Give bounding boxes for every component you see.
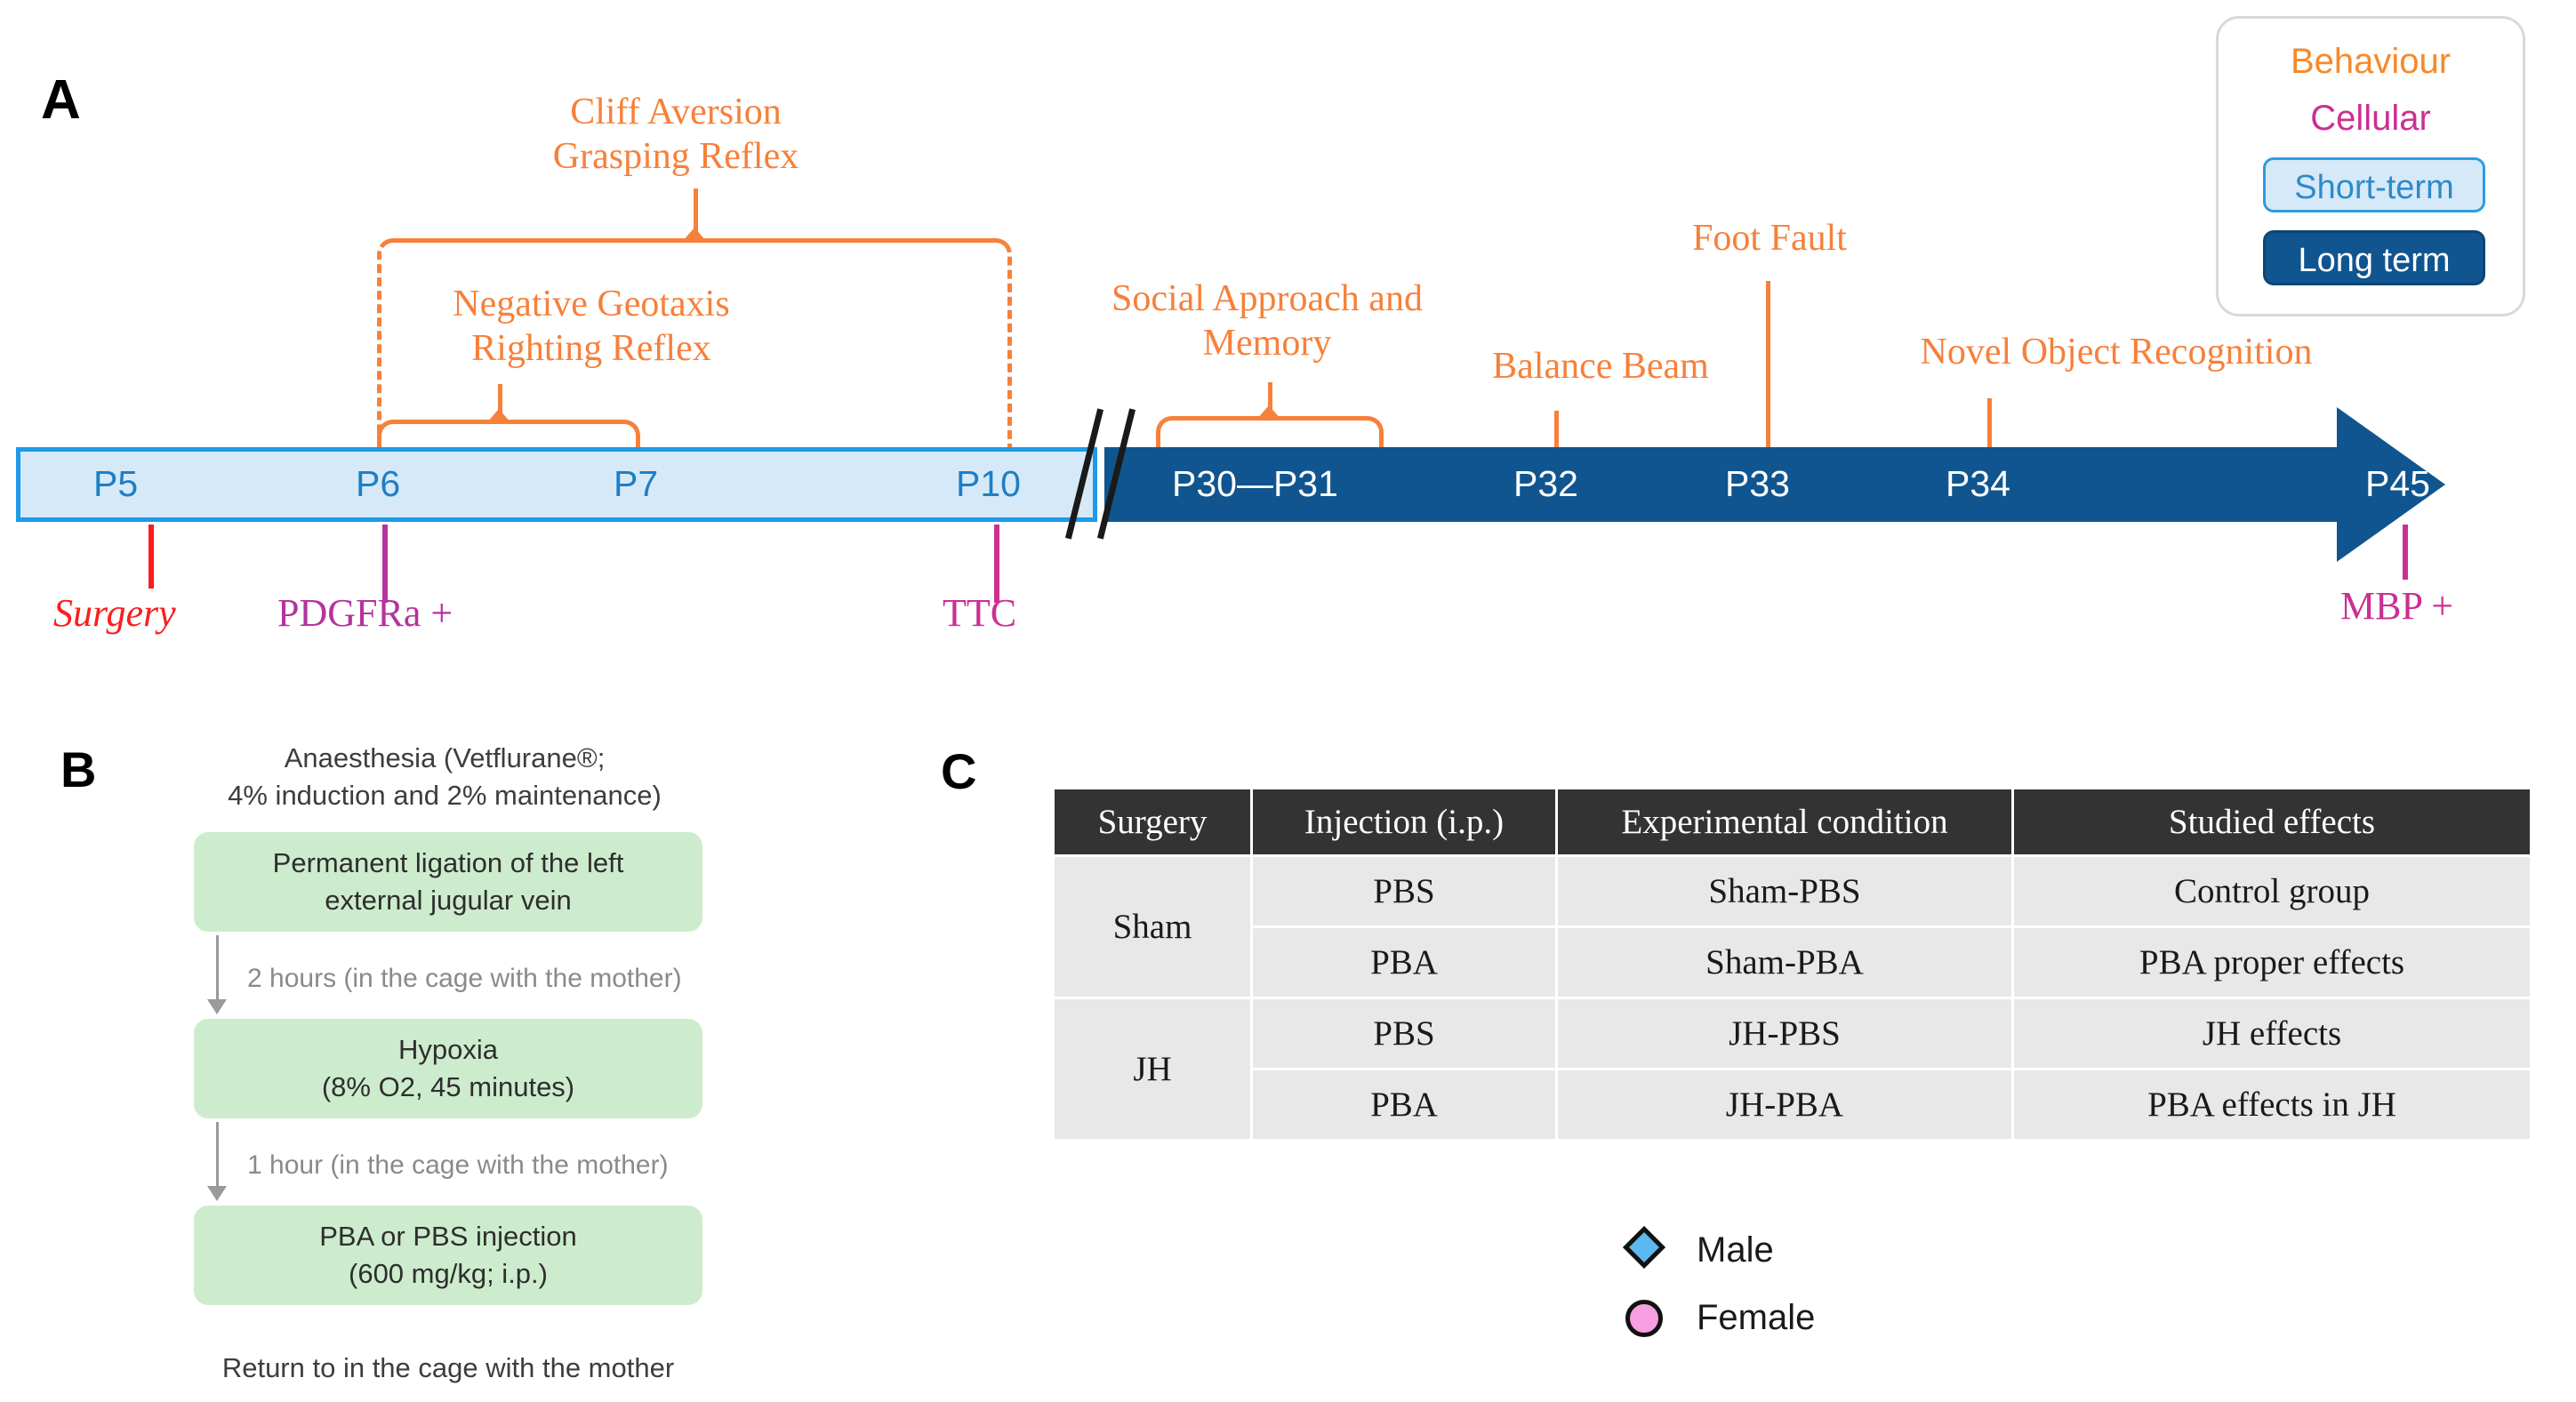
table-cell-condition: JH-PBS bbox=[1558, 999, 2011, 1068]
panel-b-arrow-1-line bbox=[216, 935, 219, 1003]
experimental-conditions-table: Surgery Injection (i.p.) Experimental co… bbox=[1052, 787, 2532, 1142]
panel-b-transition-2: 1 hour (in the cage with the mother) bbox=[247, 1150, 669, 1180]
panel-b-arrow-2-line bbox=[216, 1122, 219, 1190]
table-row: PBA Sham-PBA PBA proper effects bbox=[1055, 928, 2530, 997]
table-header-injection: Injection (i.p.) bbox=[1253, 789, 1555, 854]
legend-short-term-chip: Short-term bbox=[2263, 157, 2485, 212]
timeline-short-term-bar bbox=[16, 447, 1097, 522]
timeline-arrowhead bbox=[2337, 407, 2445, 562]
table-cell-effects: JH effects bbox=[2014, 999, 2530, 1068]
timeline-point-p33: P33 bbox=[1725, 463, 1790, 504]
test-label-cliff-aversion: Cliff Aversion Grasping Reflex bbox=[552, 92, 799, 177]
table-header-effects: Studied effects bbox=[2014, 789, 2530, 854]
panel-b-step-2: Hypoxia (8% O2, 45 minutes) bbox=[194, 1019, 702, 1118]
bracket-social-approach bbox=[1156, 416, 1384, 450]
test-stem-novel-object-recognition bbox=[1987, 398, 1992, 450]
table-row: Sham PBS Sham-PBS Control group bbox=[1055, 857, 2530, 997]
marker-label-ttc: TTC bbox=[943, 591, 1017, 635]
table-cell-injection: PBA bbox=[1253, 928, 1555, 997]
table-cell-condition: JH-PBA bbox=[1558, 1070, 2011, 1139]
marker-label-surgery: Surgery bbox=[53, 591, 176, 635]
table-cell-condition: Sham-PBS bbox=[1558, 857, 2011, 925]
test-label-social-approach: Social Approach and Memory bbox=[1111, 278, 1423, 364]
table-cell-condition: Sham-PBA bbox=[1558, 928, 2011, 997]
panel-b-anaesthesia-note: Anaesthesia (Vetflurane®; 4% induction a… bbox=[228, 742, 662, 811]
test-label-foot-fault: Foot Fault bbox=[1692, 218, 1847, 259]
panel-label-b: B bbox=[60, 741, 97, 797]
timeline-point-p7: P7 bbox=[614, 463, 659, 504]
bracket-negative-geotaxis bbox=[377, 420, 640, 450]
table-header-condition: Experimental condition bbox=[1558, 789, 2011, 854]
table-cell-injection: PBA bbox=[1253, 1070, 1555, 1139]
test-label-balance-beam: Balance Beam bbox=[1492, 346, 1709, 387]
panel-b-footer-note: Return to in the cage with the mother bbox=[221, 1352, 675, 1383]
legend-box: Behaviour Cellular Short-term Long term bbox=[2216, 16, 2525, 316]
timeline-point-p30-p31: P30—P31 bbox=[1172, 463, 1338, 504]
male-legend-label: Male bbox=[1697, 1230, 1774, 1270]
test-stem-cliff-aversion bbox=[694, 188, 698, 242]
legend-long-term-chip: Long term bbox=[2263, 230, 2485, 285]
legend-behaviour-label: Behaviour bbox=[2290, 42, 2452, 81]
female-legend-label: Female bbox=[1697, 1298, 1816, 1337]
female-circle-icon bbox=[1625, 1300, 1663, 1337]
bracket-cliff-aversion bbox=[377, 238, 1012, 450]
table-cell-effects: PBA effects in JH bbox=[2014, 1070, 2530, 1139]
panel-b-step-1: Permanent ligation of the left external … bbox=[194, 832, 702, 932]
timeline-long-term-bar bbox=[1104, 447, 2340, 522]
marker-label-mbp: MBP + bbox=[2340, 584, 2454, 628]
test-stem-balance-beam bbox=[1554, 411, 1559, 450]
marker-stem-mbp bbox=[2403, 525, 2408, 580]
timeline-point-p34: P34 bbox=[1946, 463, 2010, 504]
table-row: PBA JH-PBA PBA effects in JH bbox=[1055, 1070, 2530, 1139]
table-cell-injection: PBS bbox=[1253, 857, 1555, 925]
test-stem-social-approach bbox=[1268, 382, 1272, 418]
panel-b-step-3: PBA or PBS injection (600 mg/kg; i.p.) bbox=[194, 1206, 702, 1305]
panel-b-transition-1: 2 hours (in the cage with the mother) bbox=[247, 964, 682, 993]
table-header-surgery: Surgery bbox=[1055, 789, 1250, 854]
table-cell-injection: PBS bbox=[1253, 999, 1555, 1068]
table-header-row: Surgery Injection (i.p.) Experimental co… bbox=[1055, 789, 2530, 854]
timeline-point-p6: P6 bbox=[356, 463, 401, 504]
marker-stem-pdgfra bbox=[382, 525, 388, 603]
table-row: JH PBS JH-PBS JH effects bbox=[1055, 999, 2530, 1139]
legend-cellular-label: Cellular bbox=[2310, 99, 2431, 138]
table-cell-surgery-sham: Sham bbox=[1055, 857, 1250, 997]
panel-b-arrow-2-head bbox=[207, 1186, 227, 1201]
table-cell-effects: PBA proper effects bbox=[2014, 928, 2530, 997]
marker-label-pdgfra: PDGFRa + bbox=[277, 591, 453, 635]
test-stem-foot-fault bbox=[1766, 281, 1770, 450]
table-cell-surgery-jh: JH bbox=[1055, 999, 1250, 1139]
table-cell-effects: Control group bbox=[2014, 857, 2530, 925]
timeline-point-p10: P10 bbox=[956, 463, 1021, 504]
timeline-point-p32: P32 bbox=[1513, 463, 1578, 504]
test-label-negative-geotaxis: Negative Geotaxis Righting Reflex bbox=[453, 284, 730, 369]
panel-b-arrow-1-head bbox=[207, 999, 227, 1014]
timeline-point-p45: P45 bbox=[2365, 463, 2430, 504]
panel-label-c: C bbox=[941, 743, 977, 799]
marker-stem-ttc bbox=[994, 525, 999, 603]
panel-label-a: A bbox=[41, 69, 81, 131]
test-label-novel-object-recognition: Novel Object Recognition bbox=[1920, 332, 2313, 373]
male-diamond-icon bbox=[1622, 1225, 1666, 1270]
timeline-point-p5: P5 bbox=[93, 463, 139, 504]
test-stem-negative-geotaxis bbox=[498, 384, 502, 421]
marker-stem-surgery bbox=[148, 525, 154, 589]
